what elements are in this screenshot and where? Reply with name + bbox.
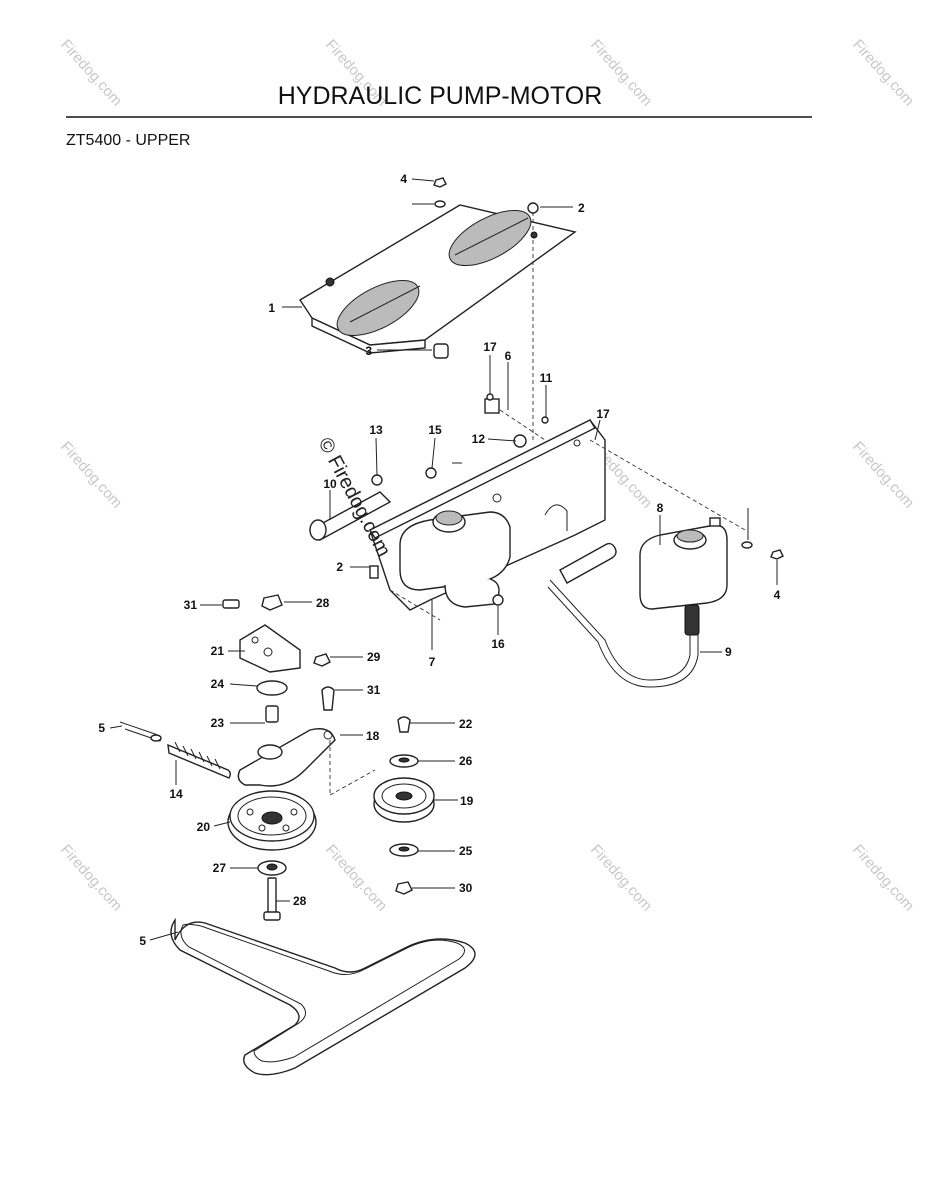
callout-labels: 1 2 2 3 4 4 5 5 6 7 8 9 10 11 12 13 14 1… (98, 172, 780, 948)
callout-label: 9 (725, 645, 732, 659)
watermark: Firedog.com (849, 438, 917, 511)
callout-label: 8 (657, 501, 664, 515)
watermark: Firedog.com (57, 841, 125, 914)
callout-label: 11 (540, 371, 553, 385)
watermark: Firedog.com (57, 438, 125, 511)
callout-label: 14 (169, 787, 183, 801)
callout-label: 10 (323, 477, 337, 491)
callout-label: 30 (459, 881, 473, 895)
switch-hardware (486, 393, 549, 441)
callout-label: 4 (400, 172, 407, 186)
callout-label: 22 (459, 717, 473, 731)
watermark: Firedog.com (322, 841, 390, 914)
watermark: Firedog.com (849, 841, 917, 914)
pulley-right-stack (329, 716, 435, 895)
callout-label: 28 (316, 596, 330, 610)
idler-bracket (222, 594, 331, 673)
callout-label: 31 (367, 683, 381, 697)
callout-label: 17 (596, 407, 610, 421)
callout-label: 3 (365, 344, 372, 358)
watermark: Firedog.com (57, 36, 125, 109)
watermark: Firedog.com (849, 36, 917, 109)
cover-plate (299, 204, 577, 354)
callout-label: 18 (366, 729, 380, 743)
callout-label: 24 (211, 677, 225, 691)
callout-label: 19 (460, 794, 474, 808)
page-title: HYDRAULIC PUMP-MOTOR (278, 82, 603, 110)
reservoir-right (547, 517, 784, 688)
callout-label: 17 (483, 340, 497, 354)
model-subtitle: ZT5400 - UPPER (66, 132, 190, 149)
callout-label: 25 (459, 844, 473, 858)
callout-label: 2 (336, 560, 343, 574)
drive-belt (170, 917, 476, 1076)
callout-label: 16 (491, 637, 505, 651)
callout-label: 1 (268, 301, 275, 315)
callout-label: 27 (213, 861, 227, 875)
callout-label: 29 (367, 650, 381, 664)
callout-label: 6 (505, 349, 512, 363)
callout-label: 13 (369, 423, 383, 437)
callout-label: 15 (428, 423, 442, 437)
callout-label: 12 (472, 432, 486, 446)
callout-label: 21 (211, 644, 225, 658)
callout-label: 7 (429, 655, 436, 669)
callout-label: 20 (197, 820, 211, 834)
spacer-stack (256, 680, 335, 723)
leader-lines (109, 178, 778, 941)
callout-label: 4 (774, 588, 781, 602)
idler-arm (119, 721, 336, 787)
pulley-large-hardware (257, 860, 287, 921)
pump-assembly-left (308, 398, 527, 608)
callout-label: 31 (184, 598, 198, 612)
callout-label: 5 (98, 721, 105, 735)
callout-label: 23 (211, 716, 225, 730)
callout-label: 2 (578, 201, 585, 215)
callout-label: 28 (293, 894, 307, 908)
watermark: Firedog.com (587, 841, 655, 914)
pulley-large (227, 790, 317, 851)
cover-hardware (433, 177, 539, 440)
callout-label: 5 (139, 934, 146, 948)
callout-label: 26 (459, 754, 473, 768)
